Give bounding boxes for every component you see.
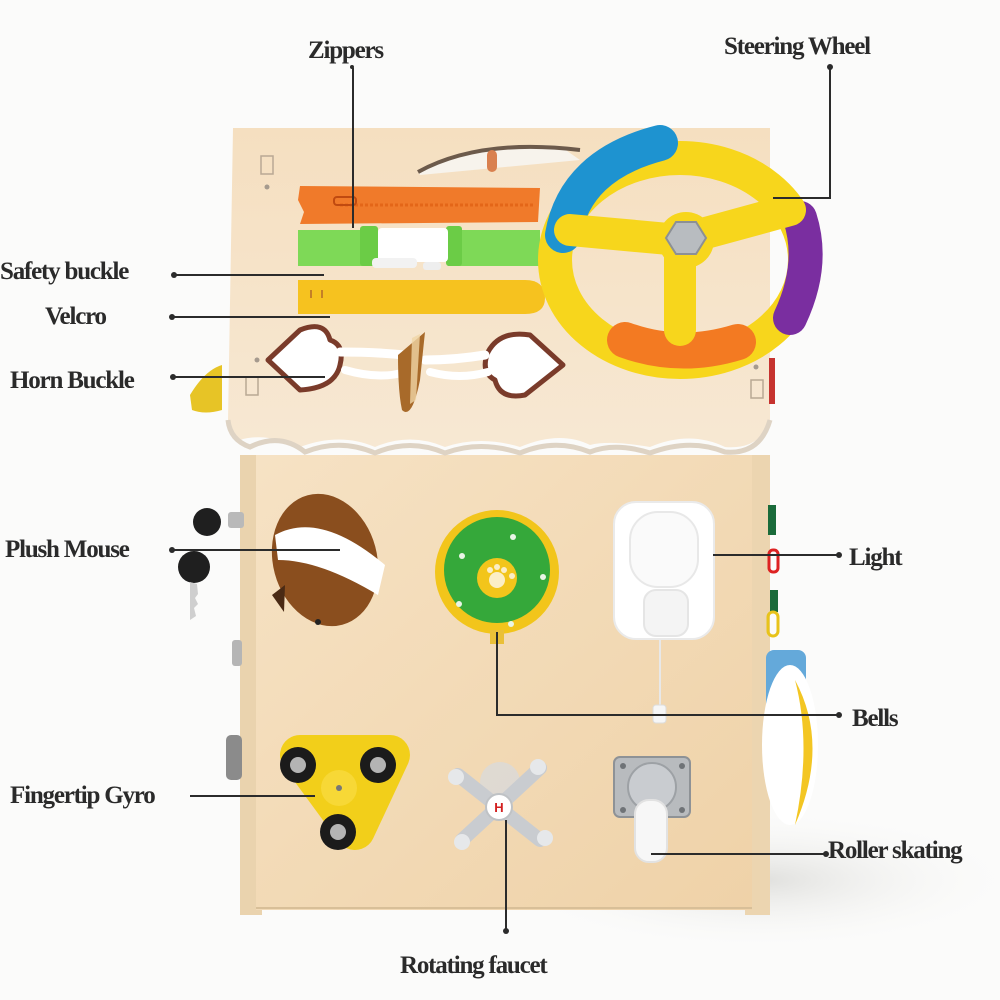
velcro-leader xyxy=(172,316,330,318)
roller-skating-dot xyxy=(823,851,829,857)
side-hinge xyxy=(226,735,242,780)
side-flap xyxy=(190,365,222,413)
zipper-toy xyxy=(298,186,540,224)
roller-skating-toy xyxy=(613,756,691,863)
safety-buckle-leader xyxy=(174,274,324,276)
label-steering-wheel: Steering Wheel xyxy=(724,33,871,60)
bell-toy xyxy=(435,510,559,644)
zippers-dot xyxy=(350,65,354,69)
velcro-toy xyxy=(298,280,545,314)
side-cords xyxy=(766,505,780,638)
label-zippers: Zippers xyxy=(308,37,384,64)
label-bells: Bells xyxy=(852,705,899,732)
label-horn-buckle: Horn Buckle xyxy=(10,367,135,394)
bells-leader-h xyxy=(496,714,838,716)
steering-wheel-leader-v xyxy=(829,67,831,198)
safety-buckle-toy xyxy=(298,226,540,270)
light-leader xyxy=(713,554,838,556)
zippers-leader xyxy=(352,68,354,228)
key-lock xyxy=(178,508,244,620)
label-rotating-faucet: Rotating faucet xyxy=(400,952,548,979)
rotating-faucet-dot xyxy=(503,928,509,934)
horn-buckle-toy xyxy=(265,324,566,412)
pull-light-toy xyxy=(613,501,715,724)
label-safety-buckle: Safety buckle xyxy=(0,258,129,285)
side-latch xyxy=(232,640,242,666)
light-dot xyxy=(836,552,842,558)
label-velcro: Velcro xyxy=(45,303,107,330)
rotating-faucet-leader xyxy=(505,820,507,932)
steering-wheel-toy xyxy=(538,125,823,379)
fingertip-gyro-leader xyxy=(190,795,315,797)
faucet-hot-badge: H xyxy=(494,800,503,815)
fingertip-gyro-toy xyxy=(280,735,410,850)
plush-mouse-toy xyxy=(271,493,385,627)
label-fingertip-gyro: Fingertip Gyro xyxy=(10,782,156,809)
side-ball-toy xyxy=(762,650,818,825)
rotating-faucet-toy: H xyxy=(448,759,553,850)
roller-skating-leader xyxy=(651,853,826,855)
label-plush-mouse: Plush Mouse xyxy=(5,536,130,563)
label-light: Light xyxy=(849,544,903,571)
horn-buckle-leader xyxy=(173,376,325,378)
label-roller-skating: Roller skating xyxy=(828,837,963,864)
bells-leader-v xyxy=(496,632,498,715)
steering-wheel-leader-h xyxy=(773,197,831,199)
plush-mouse-leader xyxy=(172,549,340,551)
bells-dot xyxy=(836,712,842,718)
